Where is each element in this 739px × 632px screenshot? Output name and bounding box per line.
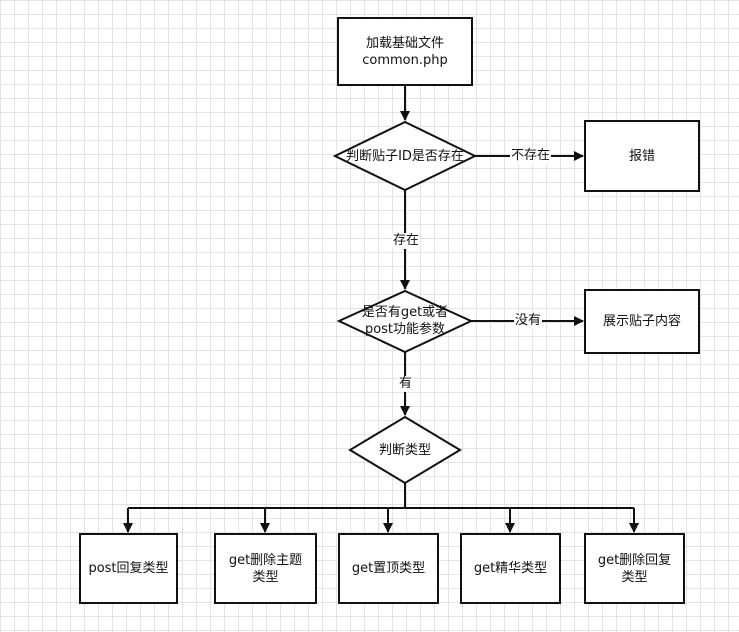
check-post-id-diamond (332, 120, 478, 192)
edge-label-has: 有 (398, 376, 414, 392)
post-reply-box (79, 533, 178, 604)
get-delete-topic-label: get删除主题 类型 (228, 552, 303, 585)
check-post-id-label: 判断贴子ID是否存在 (346, 148, 464, 164)
load-common-label: 加载基础文件 common.php (362, 35, 448, 68)
get-pin-label: get置顶类型 (351, 561, 426, 576)
edge-label-none: 没有 (514, 313, 543, 329)
judge-type-label: 判断类型 (378, 442, 431, 458)
edge-label-not-exist: 不存在 (510, 148, 552, 164)
get-featured-label: get精华类型 (473, 561, 548, 576)
load-common-box (337, 17, 473, 86)
get-delete-topic-box (214, 533, 317, 604)
show-post-label: 展示贴子内容 (602, 314, 681, 329)
get-delete-reply-box (584, 533, 685, 604)
get-featured-box (460, 533, 561, 604)
error-box (584, 120, 700, 192)
check-params-label: 是否有get或者 post功能参数 (361, 305, 449, 337)
edge-label-exists: 存在 (392, 233, 421, 249)
post-reply-label: post回复类型 (88, 561, 169, 576)
error-label: 报错 (628, 148, 655, 164)
check-params-diamond (336, 289, 474, 354)
judge-type-diamond (348, 415, 462, 485)
get-pin-box (338, 533, 439, 604)
show-post-box (584, 289, 700, 354)
get-delete-reply-label: get删除回复 类型 (597, 552, 672, 585)
